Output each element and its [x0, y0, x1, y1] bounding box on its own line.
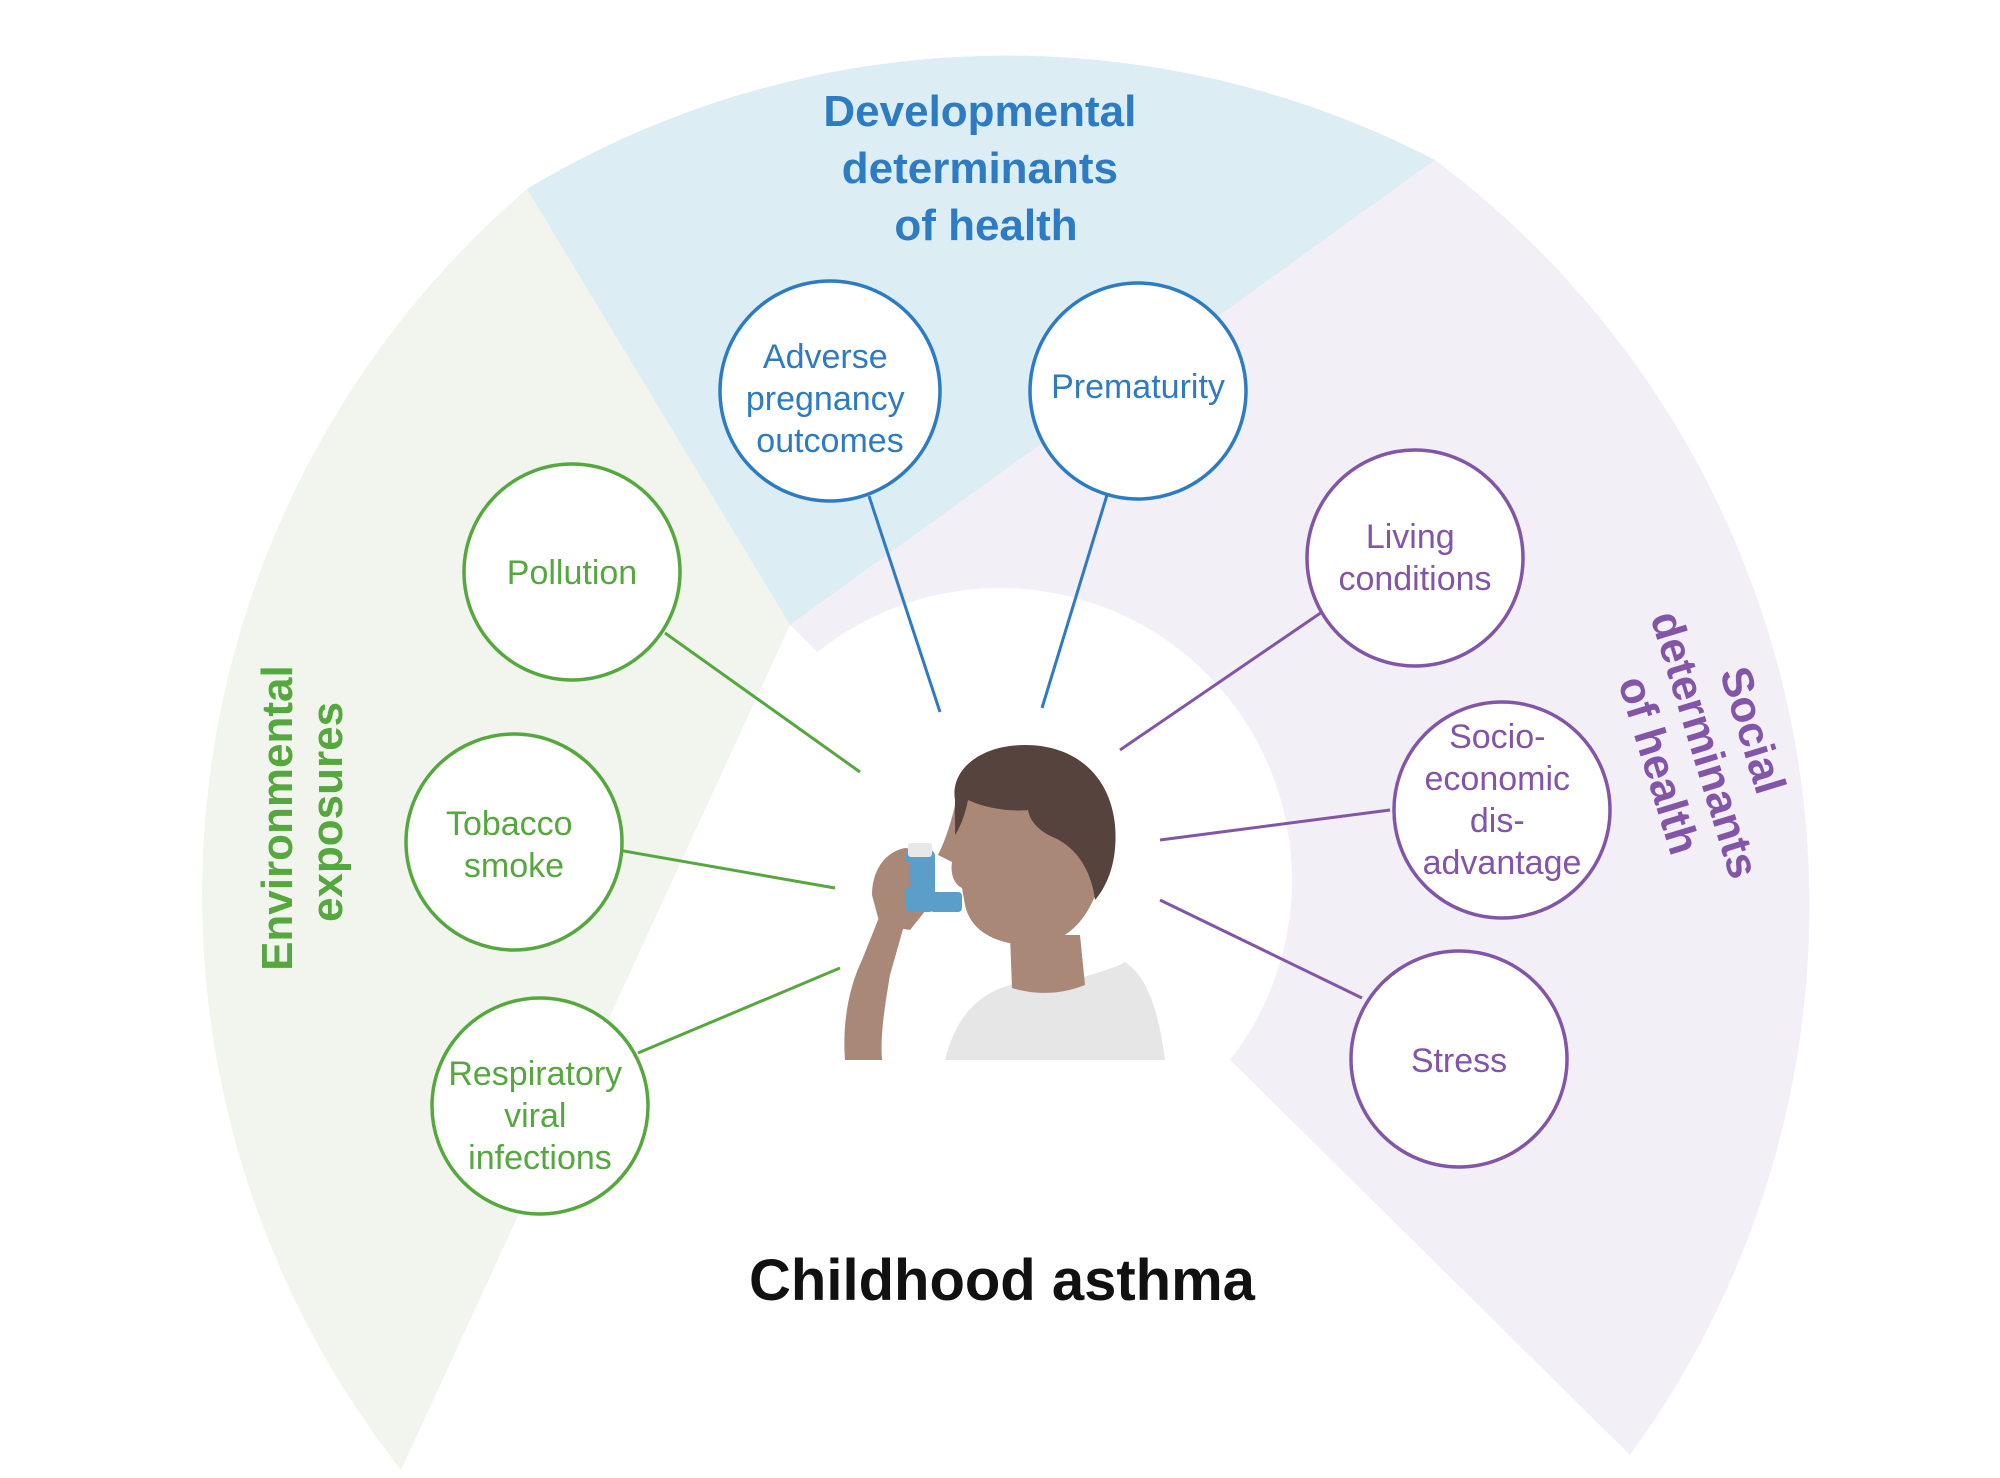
social-title: Social determinants of health — [1593, 591, 1820, 910]
svg-text:Stress: Stress — [1411, 1042, 1507, 1080]
node-label: pregnancy — [746, 380, 905, 418]
node-pollution: Pollution — [462, 462, 682, 682]
node-label: smoke — [464, 847, 564, 885]
svg-text:Respiratory viral: Respiratory viral infections — [448, 1055, 631, 1177]
diagram-title: Childhood asthma — [749, 1248, 1256, 1313]
node-living-conditions: Living conditions — [1305, 448, 1525, 668]
developmental-title-line: Developmental — [823, 87, 1136, 136]
svg-text:Tobacco smoke: Tobacco smoke — [446, 805, 582, 885]
node-label: outcomes — [756, 422, 903, 460]
node-stress: Stress — [1349, 949, 1569, 1169]
node-tobacco-smoke: Tobacco smoke — [404, 732, 624, 952]
developmental-title: Developmental determinants of health — [823, 87, 1148, 250]
connector-stress — [1159, 898, 1363, 1000]
node-respiratory-viral-infections: Respiratory viral infections — [430, 996, 650, 1216]
category-titles: Developmental determinants of health Env… — [253, 87, 1820, 971]
node-label: advantage — [1423, 844, 1582, 882]
arm — [844, 915, 905, 1060]
environmental-title: Environmental exposures — [253, 653, 352, 971]
connector-tobacco-smoke — [617, 848, 836, 890]
inhaler-canister — [905, 850, 935, 912]
connector-respiratory-viral-infections — [637, 966, 841, 1055]
developmental-title-line: determinants — [842, 144, 1118, 193]
node-label: conditions — [1338, 560, 1491, 598]
svg-text:Living conditions: Living conditions — [1338, 518, 1491, 598]
node-adverse-pregnancy-outcomes: Adverse pregnancy outcomes — [718, 279, 942, 503]
fingers — [893, 862, 912, 888]
connector-pollution — [664, 631, 861, 774]
connector-prematurity — [1040, 494, 1109, 709]
inhaler-top — [908, 843, 932, 857]
node-label: dis- — [1470, 802, 1525, 840]
node-label: Socio- — [1449, 718, 1545, 756]
svg-text:Socio- economic: Socio- economic dis- advantage — [1423, 718, 1582, 882]
inhaler-mouthpiece — [930, 892, 962, 912]
social-sector — [790, 160, 1810, 1455]
environmental-title-line: exposures — [303, 702, 352, 922]
node-label: economic — [1425, 760, 1571, 798]
connector-socioeconomic-disadvantage — [1159, 808, 1391, 842]
connectors — [617, 494, 1391, 1055]
node-label: Tobacco — [446, 805, 573, 843]
svg-text:Prematurity: Prematurity — [1051, 368, 1225, 406]
node-label: Pollution — [507, 554, 637, 592]
node-label: Respiratory — [448, 1055, 622, 1093]
hair — [954, 745, 1116, 900]
developmental-sector — [527, 55, 1435, 626]
connector-living-conditions — [1119, 610, 1323, 752]
node-label: Prematurity — [1051, 368, 1225, 406]
svg-text:Pollution: Pollution — [507, 554, 637, 592]
node-prematurity: Prematurity — [1028, 281, 1248, 501]
svg-text:Adverse pregnancy: Adverse pregnancy outcomes — [746, 338, 914, 460]
node-label: viral — [504, 1097, 566, 1135]
child-with-inhaler-icon — [844, 745, 1165, 1060]
shirt — [945, 962, 1165, 1060]
node-label: Adverse — [763, 338, 888, 376]
neck — [1010, 935, 1085, 993]
connector-adverse-pregnancy-outcomes — [867, 495, 942, 713]
node-socioeconomic-disadvantage: Socio- economic dis- advantage — [1392, 700, 1612, 920]
node-label: Living — [1366, 518, 1455, 556]
developmental-title-line: of health — [894, 201, 1077, 250]
node-label: Stress — [1411, 1042, 1507, 1080]
node-label: infections — [468, 1139, 612, 1177]
environmental-title-line: Environmental — [253, 665, 302, 971]
